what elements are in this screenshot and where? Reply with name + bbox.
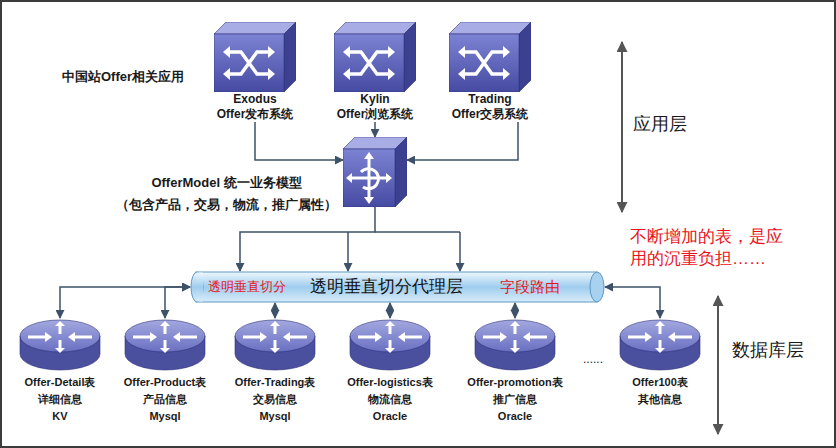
node-label: Oracle xyxy=(498,408,532,425)
node-label: Offer-Trading表 xyxy=(235,374,316,391)
app-system: ExodusOffer发布系统 xyxy=(214,22,296,122)
app-system: KylinOffer浏览系统 xyxy=(334,22,416,122)
ellipsis-text: ...... xyxy=(583,352,603,366)
node-label: Mysql xyxy=(259,408,290,425)
pipe-label: 透明垂直切分 xyxy=(208,271,286,303)
business-model: OfferModel 统一业务模型（包含产品，交易，物流，推广属性） xyxy=(343,137,407,207)
device-icon xyxy=(123,318,207,374)
layer-arrow xyxy=(717,296,719,434)
db-table: Offer100表其他信息 xyxy=(618,318,702,408)
node-label: Offer-Detail表 xyxy=(25,374,96,391)
device-icon xyxy=(449,22,531,92)
layer-label: 应用层 xyxy=(633,112,687,136)
node-label: Trading xyxy=(468,92,511,107)
node-label: 其他信息 xyxy=(638,391,682,408)
node-label: Offer100表 xyxy=(632,374,688,391)
connector xyxy=(240,207,375,271)
node-label: 产品信息 xyxy=(143,391,187,408)
node-label: Offer发布系统 xyxy=(217,107,294,122)
connector xyxy=(165,287,190,318)
pipe-label: 透明垂直切分代理层 xyxy=(310,271,463,303)
node-label: Exodus xyxy=(233,92,276,107)
connector xyxy=(60,287,190,318)
node-label: OfferModel 统一业务模型 xyxy=(116,175,337,191)
db-table: Offer-promotion表推广信息Oracle xyxy=(467,318,562,425)
node-label: Kylin xyxy=(360,92,389,107)
device-icon xyxy=(618,318,702,374)
connector xyxy=(274,303,276,318)
node-label: Oracle xyxy=(373,408,407,425)
db-table: Offer-logistics表物流信息Oracle xyxy=(347,318,433,425)
node-label: Mysql xyxy=(149,408,180,425)
note-text: 不断增加的表，是应用的沉重负担…… xyxy=(630,226,795,270)
node-label: Offer浏览系统 xyxy=(337,107,414,122)
node-label: Offer交易系统 xyxy=(452,107,529,122)
pipe-label: 字段路由 xyxy=(500,271,560,303)
connector xyxy=(514,303,516,318)
app-system: TradingOffer交易系统 xyxy=(449,22,531,122)
node-label: 物流信息 xyxy=(368,391,412,408)
device-icon xyxy=(334,22,416,92)
layer-label: 数据库层 xyxy=(732,338,804,362)
connector xyxy=(605,287,660,318)
device-icon xyxy=(348,318,432,374)
node-label: 交易信息 xyxy=(253,391,297,408)
connector xyxy=(407,122,518,160)
bus-lines xyxy=(348,232,460,271)
connector xyxy=(374,122,376,137)
node-label: Offer-promotion表 xyxy=(467,374,562,391)
group-label: 中国站Offer相关应用 xyxy=(62,68,184,86)
device-icon xyxy=(233,318,317,374)
proxy-layer: 透明垂直切分透明垂直切分代理层 字段路由 xyxy=(190,271,605,303)
layer-arrow xyxy=(621,42,623,212)
node-label: KV xyxy=(52,408,67,425)
db-table: Offer-Product表产品信息Mysql xyxy=(123,318,207,425)
device-icon xyxy=(214,22,296,92)
db-table: Offer-Trading表交易信息Mysql xyxy=(233,318,317,425)
node-label: 推广信息 xyxy=(493,391,537,408)
node-label: Offer-logistics表 xyxy=(347,374,433,391)
device-icon xyxy=(18,318,102,374)
model-caption: OfferModel 统一业务模型 （包含产品，交易，物流，推广属性） xyxy=(116,175,337,213)
node-label: （包含产品，交易，物流，推广属性） xyxy=(116,197,337,213)
device-icon xyxy=(343,137,407,207)
node-label: Offer-Product表 xyxy=(124,374,207,391)
connector xyxy=(255,122,343,160)
connector xyxy=(389,303,391,318)
node-label: 详细信息 xyxy=(38,391,82,408)
db-table: Offer-Detail表详细信息KV xyxy=(18,318,102,425)
device-icon xyxy=(473,318,557,374)
